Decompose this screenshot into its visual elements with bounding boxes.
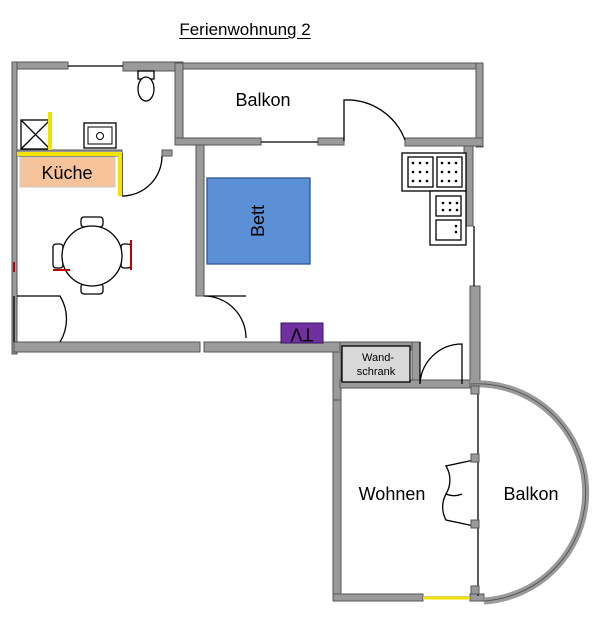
page-title: Ferienwohnung 2 — [179, 20, 311, 39]
wall-living-left — [332, 351, 342, 401]
door-round-balcony — [442, 459, 475, 527]
bed-label: Bett — [248, 205, 268, 237]
door-living — [419, 342, 463, 385]
wall-right-top — [475, 62, 484, 148]
door-kitchen — [121, 153, 163, 197]
wall-top-left — [13, 61, 69, 70]
wall-right-lower — [469, 285, 481, 387]
kitchen-label-box: Küche — [19, 156, 116, 188]
wardrobe — [341, 345, 411, 383]
walls — [11, 61, 485, 602]
wardrobe-label-line2: schrank — [357, 366, 396, 378]
wall-left — [11, 61, 18, 355]
wardrobe-label-line1: Wand- — [362, 352, 394, 364]
wall-balcony-bottom-a — [174, 137, 262, 146]
wall-top-bath — [122, 61, 184, 72]
door-balcony — [343, 99, 406, 141]
wall-kitchen-post — [161, 149, 173, 157]
cooktop-icon — [401, 152, 467, 246]
tv-label: TV — [290, 324, 313, 344]
dining-table-icon — [13, 216, 132, 295]
door-bedroom — [203, 295, 247, 339]
wall-living-left-lower — [332, 399, 342, 601]
kitchen-counter — [17, 112, 122, 196]
door-kitchen-left — [17, 295, 68, 343]
wall-wardrobe-right — [411, 341, 421, 383]
living-room-label: Wohnen — [359, 484, 426, 504]
wall-bottom-a — [332, 593, 424, 602]
wall-top-balcony — [174, 62, 484, 70]
wall-kitchen-bedroom — [195, 140, 205, 297]
toilet-icon — [137, 70, 155, 102]
bed — [206, 177, 311, 265]
hinges — [470, 385, 480, 595]
wall-balcony-left — [174, 62, 184, 146]
wall-bottom-b — [469, 593, 485, 602]
kitchen-label: Küche — [41, 163, 92, 183]
balcony-top-label: Balkon — [235, 90, 290, 110]
wall-middle-left — [13, 341, 201, 353]
tv-stand — [280, 322, 324, 344]
wall-balcony-bottom-c — [404, 137, 484, 147]
wall-balcony-bottom-b — [317, 137, 345, 146]
balcony-round-label: Balkon — [503, 484, 558, 504]
